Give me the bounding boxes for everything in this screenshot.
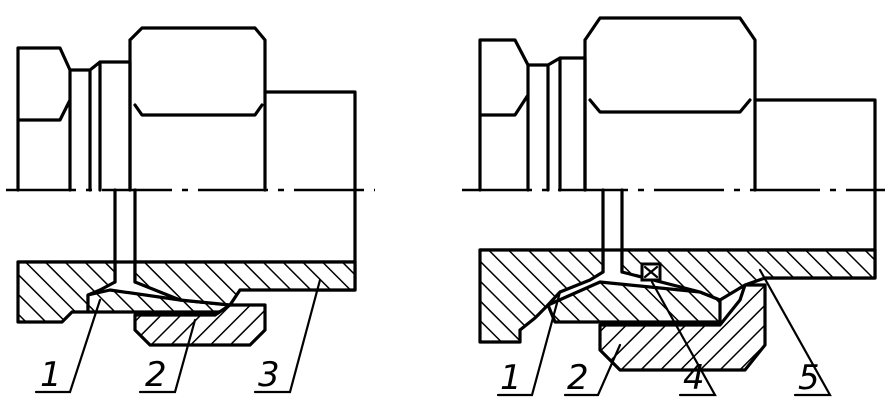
left-tube-section xyxy=(133,260,357,307)
left-union-nut xyxy=(128,26,267,192)
left-callout-1: 1 xyxy=(40,355,62,395)
right-callout-2: 2 xyxy=(567,358,589,398)
left-leader-3 xyxy=(253,278,322,394)
right-callout-1: 1 xyxy=(500,358,522,398)
left-passage xyxy=(113,188,137,284)
right-passage xyxy=(601,188,624,274)
right-collar xyxy=(526,56,587,192)
right-callout-5: 5 xyxy=(798,358,820,398)
left-callout-2: 2 xyxy=(145,355,167,395)
left-body-hex xyxy=(16,46,72,192)
left-callout-3: 3 xyxy=(258,355,280,395)
left-leader-2 xyxy=(138,318,197,394)
right-seal-cross xyxy=(643,265,659,279)
left-collar xyxy=(68,60,132,192)
right-callout-4: 4 xyxy=(683,358,705,398)
right-union-nut xyxy=(583,16,757,192)
right-leader-4 xyxy=(650,280,717,397)
left-nut-section xyxy=(133,303,267,347)
right-leader-2 xyxy=(563,343,622,397)
right-leader-5 xyxy=(758,268,832,397)
right-view: 1 2 4 5 xyxy=(462,16,885,398)
left-leader-1 xyxy=(34,298,102,394)
left-view: 1 2 3 xyxy=(6,26,375,395)
right-nut-section xyxy=(598,283,767,372)
right-body-hex xyxy=(478,38,530,192)
right-leader-1 xyxy=(496,290,562,397)
